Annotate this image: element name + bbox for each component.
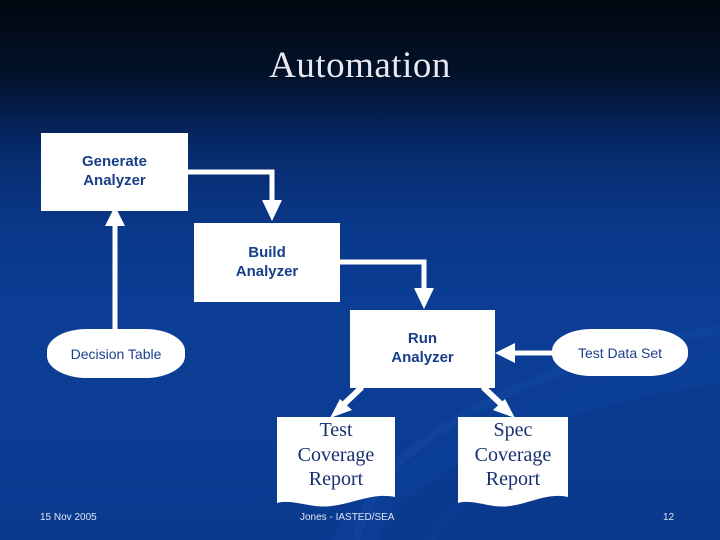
node-run-analyzer-line1: Run [407,330,438,348]
node-run-analyzer[interactable]: Run Analyzer [350,310,495,388]
node-decision-table-label: Decision Table [70,345,162,362]
node-build-analyzer[interactable]: Build Analyzer [194,223,340,302]
edge-test-data-set-to-run-analyzer [495,343,556,363]
edge-run-analyzer-to-test-coverage-report [330,384,365,418]
node-test-coverage-report[interactable]: Test Coverage Report [277,417,395,513]
node-build-analyzer-line2: Analyzer [235,262,299,280]
footer-date: 15 Nov 2005 [40,512,97,523]
page-title: Automation [269,45,451,86]
edge-decision-table-to-generate-analyzer [105,206,125,332]
node-generate-analyzer-line1: Generate [81,153,148,171]
node-spec-coverage-report-line3: Report [485,468,541,491]
node-test-data-set-label: Test Data Set [577,344,663,361]
node-test-coverage-report-line2: Coverage [297,443,375,466]
node-test-coverage-report-line3: Report [308,468,364,491]
node-run-analyzer-line2: Analyzer [391,349,454,366]
node-generate-analyzer[interactable]: Generate Analyzer [41,133,188,211]
edge-run-analyzer-to-spec-coverage-report [480,384,515,418]
node-spec-coverage-report[interactable]: Spec Coverage Report [458,417,568,513]
edge-build-analyzer-to-run-analyzer [340,259,434,309]
node-decision-table[interactable]: Decision Table [47,329,185,378]
node-test-coverage-report-line1: Test [319,419,353,442]
footer-center-text: Jones - IASTED/SEA [300,512,395,523]
node-generate-analyzer-line2: Analyzer [83,172,146,189]
footer-page-number: 12 [663,512,675,523]
edge-generate-analyzer-to-build-analyzer [188,169,282,221]
node-spec-coverage-report-line1: Spec [493,419,533,442]
node-spec-coverage-report-line2: Coverage [474,443,552,466]
node-build-analyzer-line1: Build [248,243,286,261]
node-test-data-set[interactable]: Test Data Set [552,329,688,376]
